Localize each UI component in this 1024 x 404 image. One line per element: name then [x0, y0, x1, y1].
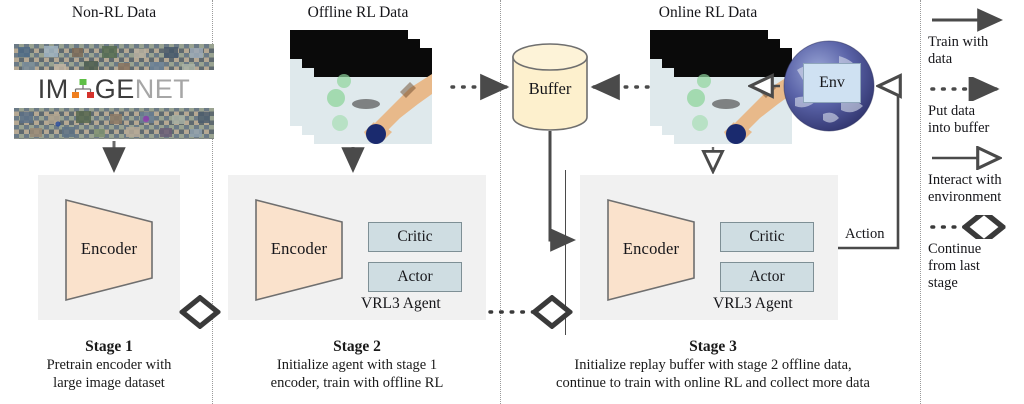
stage-3-caption: Stage 3 Initialize replay buffer with st…: [508, 337, 918, 392]
legend-item-train-with-data: Train with data: [928, 8, 1020, 68]
solid-hollow-arrow-icon: [932, 146, 1012, 170]
imagenet-word-im: IM: [37, 73, 69, 104]
stage-2-panel: Encoder Critic Actor VRL3 Agent: [228, 175, 486, 320]
stage-1-desc-1: Pretrain encoder with: [46, 357, 172, 373]
stage-3-critic-box: Critic: [720, 222, 814, 252]
robot-hand-image-4: [674, 48, 792, 144]
stage-1-encoder: Encoder: [64, 196, 154, 302]
buffer-label: Buffer: [528, 78, 572, 98]
buffer-cylinder-icon: [512, 43, 588, 131]
column-title-offline-rl: Offline RL Data: [307, 4, 409, 21]
legend: Train with data Put data into buffer: [928, 8, 1020, 301]
stage-3-encoder: Encoder: [606, 196, 696, 302]
dotted-diamond-icon: [930, 215, 1012, 239]
legend-text-interact-with-environment-1: Interact with: [928, 172, 1002, 188]
stage-3-desc-1: Initialize replay buffer with stage 2 of…: [574, 357, 852, 373]
imagenet-dataset-image: IM GE NET: [14, 44, 214, 139]
divider-stage2-buffer: [500, 0, 501, 404]
imagenet-word-ge: GE: [94, 73, 135, 104]
stage-3-actor-label: Actor: [749, 268, 785, 285]
robot-hand-image-1: [314, 48, 432, 144]
stage-2-critic-box: Critic: [368, 222, 462, 252]
solid-filled-arrow-icon: [932, 8, 1004, 32]
legend-text-train-with-data-2: data: [928, 51, 953, 67]
dotted-filled-arrow-icon: [930, 74, 1000, 104]
divider-stage2-stage3: [565, 170, 566, 335]
imagenet-word-net: NET: [134, 73, 191, 104]
stage-2-actor-box: Actor: [368, 262, 462, 292]
stage-1-title: Stage 1: [85, 338, 133, 355]
legend-text-interact-with-environment-2: environment: [928, 189, 1002, 205]
legend-glyph-put-data-into-buffer: [928, 74, 1020, 104]
stage-1-panel: Encoder: [38, 175, 180, 320]
stage-2-actor-label: Actor: [397, 268, 433, 285]
action-label: Action: [843, 226, 887, 243]
stage-1-caption: Stage 1 Pretrain encoder with large imag…: [18, 337, 200, 392]
stage-3-agent-label: VRL3 Agent: [713, 295, 793, 312]
legend-glyph-interact-with-environment: [928, 146, 1020, 172]
stage-3-panel: Encoder Critic Actor VRL3 Agent: [580, 175, 838, 320]
encoder-trapezoid-icon-3: [607, 198, 695, 302]
legend-text-put-data-into-buffer-1: Put data: [928, 103, 976, 119]
divider-legend: [920, 0, 921, 404]
stage-1-desc-2: large image dataset: [53, 375, 165, 391]
imagenet-logo-band: IM GE NET: [14, 70, 214, 108]
stage-2-critic-label: Critic: [397, 228, 433, 245]
legend-glyph-continue-from-last-stage: [928, 215, 1020, 241]
divider-stage1-stage2: [212, 0, 213, 404]
stage-3-actor-box: Actor: [720, 262, 814, 292]
offline-rl-data-frames: [290, 30, 450, 145]
stage-3-encoder-label: Encoder: [622, 239, 680, 258]
legend-item-interact-with-environment: Interact with environment: [928, 146, 1020, 206]
stage-1-encoder-label: Encoder: [80, 239, 138, 258]
offline-frame-1: [314, 48, 432, 144]
legend-text-continue-from-last-stage-1: Continue: [928, 241, 982, 257]
legend-item-continue-from-last-stage: Continue from last stage: [928, 215, 1020, 292]
env-box: Env: [803, 63, 861, 103]
online-rl-data-frames: [650, 30, 810, 145]
stage-2-encoder: Encoder: [254, 196, 344, 302]
env-label: Env: [819, 74, 845, 91]
encoder-trapezoid-icon-2: [255, 198, 343, 302]
legend-text-continue-from-last-stage-3: stage: [928, 275, 958, 291]
stage-2-desc-2: encoder, train with offline RL: [270, 375, 444, 391]
stage-3-critic-label: Critic: [749, 228, 785, 245]
stage-2-caption: Stage 2 Initialize agent with stage 1 en…: [225, 337, 489, 392]
column-title-online-rl: Online RL Data: [658, 4, 758, 21]
environment-globe: Env: [783, 40, 875, 132]
legend-text-continue-from-last-stage-2: from last: [928, 258, 980, 274]
encoder-trapezoid-icon-1: [65, 198, 153, 302]
replay-buffer: Buffer: [511, 43, 589, 131]
column-title-non-rl: Non-RL Data: [71, 4, 157, 21]
online-frame-1: [674, 48, 792, 144]
legend-text-train-with-data-1: Train with: [928, 34, 989, 50]
imagenet-wordmark: IM GE NET: [38, 74, 191, 105]
stage-2-desc-1: Initialize agent with stage 1: [276, 357, 438, 373]
legend-glyph-train-with-data: [928, 8, 1020, 34]
imagenet-tree-icon: [71, 79, 94, 98]
legend-text-put-data-into-buffer-2: into buffer: [928, 120, 990, 136]
arrow-buffer-to-stage3: [548, 131, 577, 252]
stage-2-agent-label: VRL3 Agent: [361, 295, 441, 312]
stage-2-title: Stage 2: [333, 338, 381, 355]
legend-item-put-data-into-buffer: Put data into buffer: [928, 74, 1020, 137]
stage-3-desc-2: continue to train with online RL and col…: [556, 375, 870, 391]
stage-2-encoder-label: Encoder: [270, 239, 328, 258]
stage-3-title: Stage 3: [689, 338, 737, 355]
